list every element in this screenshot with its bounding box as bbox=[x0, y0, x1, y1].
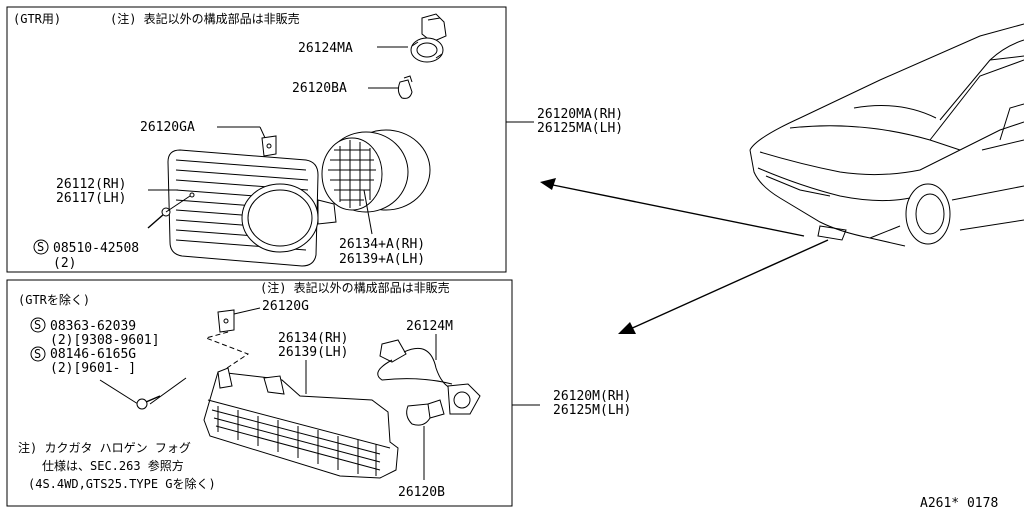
rect-fog-lamp-drawing bbox=[203, 367, 399, 479]
bracket-drawing-bottom bbox=[217, 309, 235, 333]
footnote-line-2: 仕様は、SEC.263 参照方 bbox=[42, 458, 184, 473]
svg-text:S: S bbox=[34, 347, 41, 361]
svg-text:S: S bbox=[34, 318, 41, 332]
car-front-drawing bbox=[749, 23, 1024, 247]
screw-symbol-top: S bbox=[33, 239, 49, 255]
lens-lh-label-bottom: 26139(LH) bbox=[278, 345, 348, 360]
pointer-arrows bbox=[540, 178, 829, 334]
screw2-part-label: 08146-6165G bbox=[50, 347, 136, 362]
cover-rh-label: 26112(RH) bbox=[56, 177, 126, 192]
screw1-qty-label: (2)[9308-9601] bbox=[50, 333, 160, 348]
top-header-note: (注) 表記以外の構成部品は非販売 bbox=[110, 11, 300, 26]
bulb-drawing-bottom bbox=[406, 399, 445, 426]
screw-symbol-bottom-1: S bbox=[30, 317, 46, 333]
screw-symbol-bottom-2: S bbox=[30, 346, 46, 362]
screw-drawing-bottom bbox=[99, 377, 187, 410]
assembly-bottom-lh: 26125M(LH) bbox=[553, 403, 631, 418]
bracket-label: 26120GA bbox=[140, 120, 195, 135]
fog-cover-drawing bbox=[167, 149, 337, 267]
bottom-panel: (注) 表記以外の構成部品は非販売 (GTRを除く) S 08363-62039… bbox=[6, 279, 513, 507]
lens-rh-label-top: 26134+A(RH) bbox=[339, 237, 425, 252]
assembly-top-lh: 26125MA(LH) bbox=[537, 121, 623, 136]
screw-part-label: 08510-42508 bbox=[53, 241, 139, 256]
svg-text:S: S bbox=[37, 240, 44, 254]
bracket-dashed-path bbox=[204, 331, 250, 375]
figure-code: A261* 0178 bbox=[920, 496, 998, 511]
lens-rh-label-bottom: 26134(RH) bbox=[278, 331, 348, 346]
assembly-bottom-rh: 26120M(RH) bbox=[553, 389, 631, 404]
top-panel: (GTR用) (注) 表記以外の構成部品は非販売 26124MA 26120BA… bbox=[6, 6, 507, 273]
bracket-leader-bottom bbox=[233, 307, 261, 315]
harness-drawing bbox=[377, 339, 481, 415]
assembly-top-rh: 26120MA(RH) bbox=[537, 107, 623, 122]
bracket-label-bottom: 26120G bbox=[262, 299, 309, 314]
bulb-label: 26120BA bbox=[292, 81, 347, 96]
bulb-label-bottom: 26120B bbox=[398, 485, 445, 500]
bottom-header-note: (注) 表記以外の構成部品は非販売 bbox=[260, 280, 450, 295]
screw1-part-label: 08363-62039 bbox=[50, 319, 136, 334]
lens-lh-label-top: 26139+A(LH) bbox=[339, 252, 425, 267]
bulb-drawing bbox=[397, 75, 413, 99]
top-panel-frame bbox=[6, 6, 507, 273]
cover-lh-label: 26117(LH) bbox=[56, 191, 126, 206]
bulb-socket-label: 26124MA bbox=[298, 41, 353, 56]
bottom-panel-frame bbox=[6, 279, 513, 507]
screw2-qty-label: (2)[9601- ] bbox=[50, 361, 136, 376]
footnote-line-1: 注) カクガタ ハロゲン フォグ bbox=[18, 440, 191, 455]
bracket-drawing bbox=[261, 135, 277, 157]
screw-drawing-top bbox=[147, 192, 195, 229]
harness-label: 26124M bbox=[406, 319, 453, 334]
screw-qty-label: (2) bbox=[53, 256, 76, 271]
lens-leader-top bbox=[363, 189, 373, 235]
top-variant-label: (GTR用) bbox=[13, 12, 61, 26]
fog-lamp-body-drawing bbox=[321, 129, 431, 213]
footnote-line-3: (4S.4WD,GTS25.TYPE Gを除く) bbox=[28, 476, 216, 491]
bulb-socket-drawing bbox=[410, 13, 447, 63]
bottom-variant-label: (GTRを除く) bbox=[18, 292, 90, 307]
